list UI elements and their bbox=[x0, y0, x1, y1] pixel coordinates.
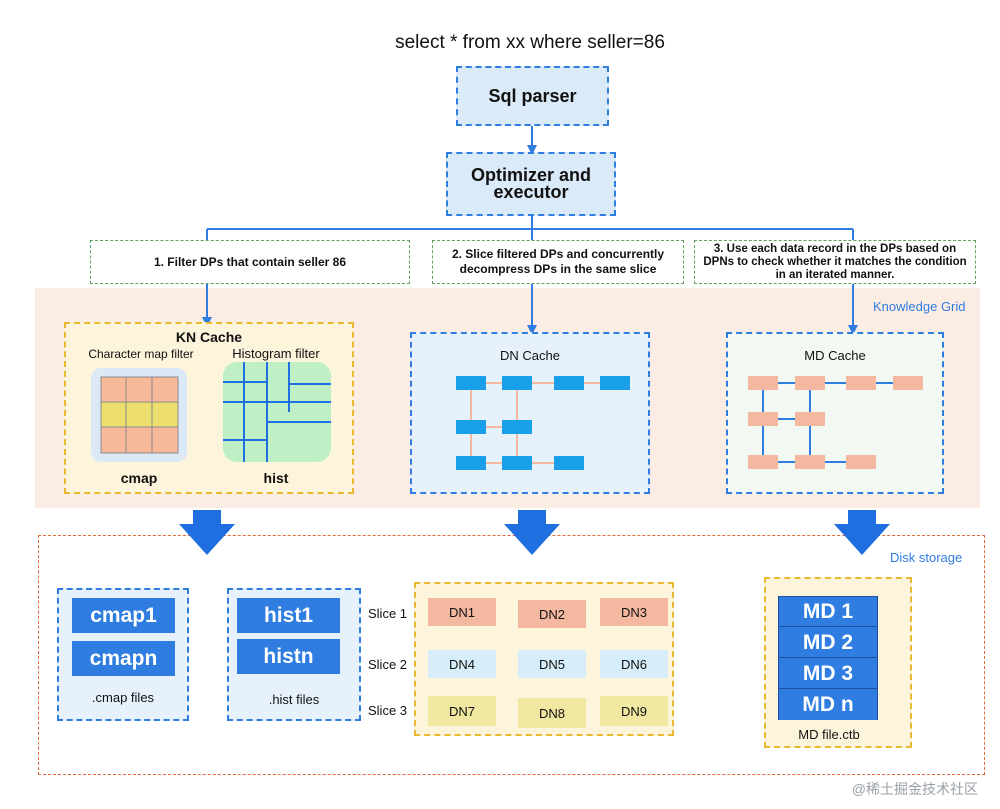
character-map-filter-label: Character map filter bbox=[88, 347, 194, 361]
optimizer-executor-node: Optimizer and executor bbox=[446, 152, 616, 216]
step-2-note: 2. Slice filtered DPs and concurrently d… bbox=[432, 240, 684, 284]
sql-query-text: select * from xx where seller=86 bbox=[395, 32, 665, 53]
dn-cell: DN5 bbox=[518, 650, 586, 678]
dn-cache-title: DN Cache bbox=[500, 348, 560, 363]
optimizer-label-line1: Optimizer and bbox=[470, 165, 591, 185]
histogram-filter-label: Histogram filter bbox=[232, 346, 320, 361]
watermark-text: @稀土掘金技术社区 bbox=[851, 781, 978, 797]
optimizer-label-line2: executor bbox=[493, 182, 569, 202]
md-item: MD 3 bbox=[779, 659, 877, 689]
hist-files-caption: .hist files bbox=[268, 692, 320, 707]
dn-cell: DN8 bbox=[518, 698, 586, 728]
slice-2-label: Slice 2 bbox=[368, 657, 408, 672]
dn-cell: DN2 bbox=[518, 600, 586, 628]
slice-3-label: Slice 3 bbox=[368, 703, 408, 718]
kn-cache-title: KN Cache bbox=[175, 329, 243, 345]
dn-cell: DN9 bbox=[600, 696, 668, 726]
hist-label: hist bbox=[263, 470, 289, 486]
knowledge-grid-label: Knowledge Grid bbox=[873, 299, 966, 314]
slice-1-label: Slice 1 bbox=[368, 606, 408, 621]
cmap-files-caption: .cmap files bbox=[91, 690, 155, 705]
dn-cell: DN1 bbox=[428, 598, 496, 626]
histogram-grid-icon bbox=[223, 362, 331, 462]
cmap-grid-icon bbox=[91, 368, 187, 462]
sql-parser-node: Sql parser bbox=[456, 66, 609, 126]
cmap-file-n: cmapn bbox=[72, 641, 175, 676]
dn-cell: DN4 bbox=[428, 650, 496, 678]
cmap-file-1: cmap1 bbox=[72, 598, 175, 633]
md-item: MD 1 bbox=[779, 597, 877, 627]
md-item: MD 2 bbox=[779, 628, 877, 658]
step-1-note: 1. Filter DPs that contain seller 86 bbox=[90, 240, 410, 284]
dn-cell: DN7 bbox=[428, 696, 496, 726]
disk-storage-label: Disk storage bbox=[890, 550, 963, 565]
down-arrow-right bbox=[834, 510, 890, 555]
hist-file-n: histn bbox=[237, 639, 340, 674]
disk-storage-region bbox=[38, 535, 985, 775]
step-3-note: 3. Use each data record in the DPs based… bbox=[694, 240, 976, 284]
md-item: MD n bbox=[779, 690, 877, 720]
down-arrow-middle bbox=[504, 510, 560, 555]
down-arrow-left bbox=[179, 510, 235, 555]
dn-cell: DN6 bbox=[600, 650, 668, 678]
md-file-caption: MD file.ctb bbox=[798, 727, 860, 742]
cmap-label: cmap bbox=[120, 470, 158, 486]
md-cache-title: MD Cache bbox=[804, 348, 866, 363]
dn-cell: DN3 bbox=[600, 598, 668, 626]
hist-file-1: hist1 bbox=[237, 598, 340, 633]
sql-parser-label: Sql parser bbox=[488, 85, 577, 106]
